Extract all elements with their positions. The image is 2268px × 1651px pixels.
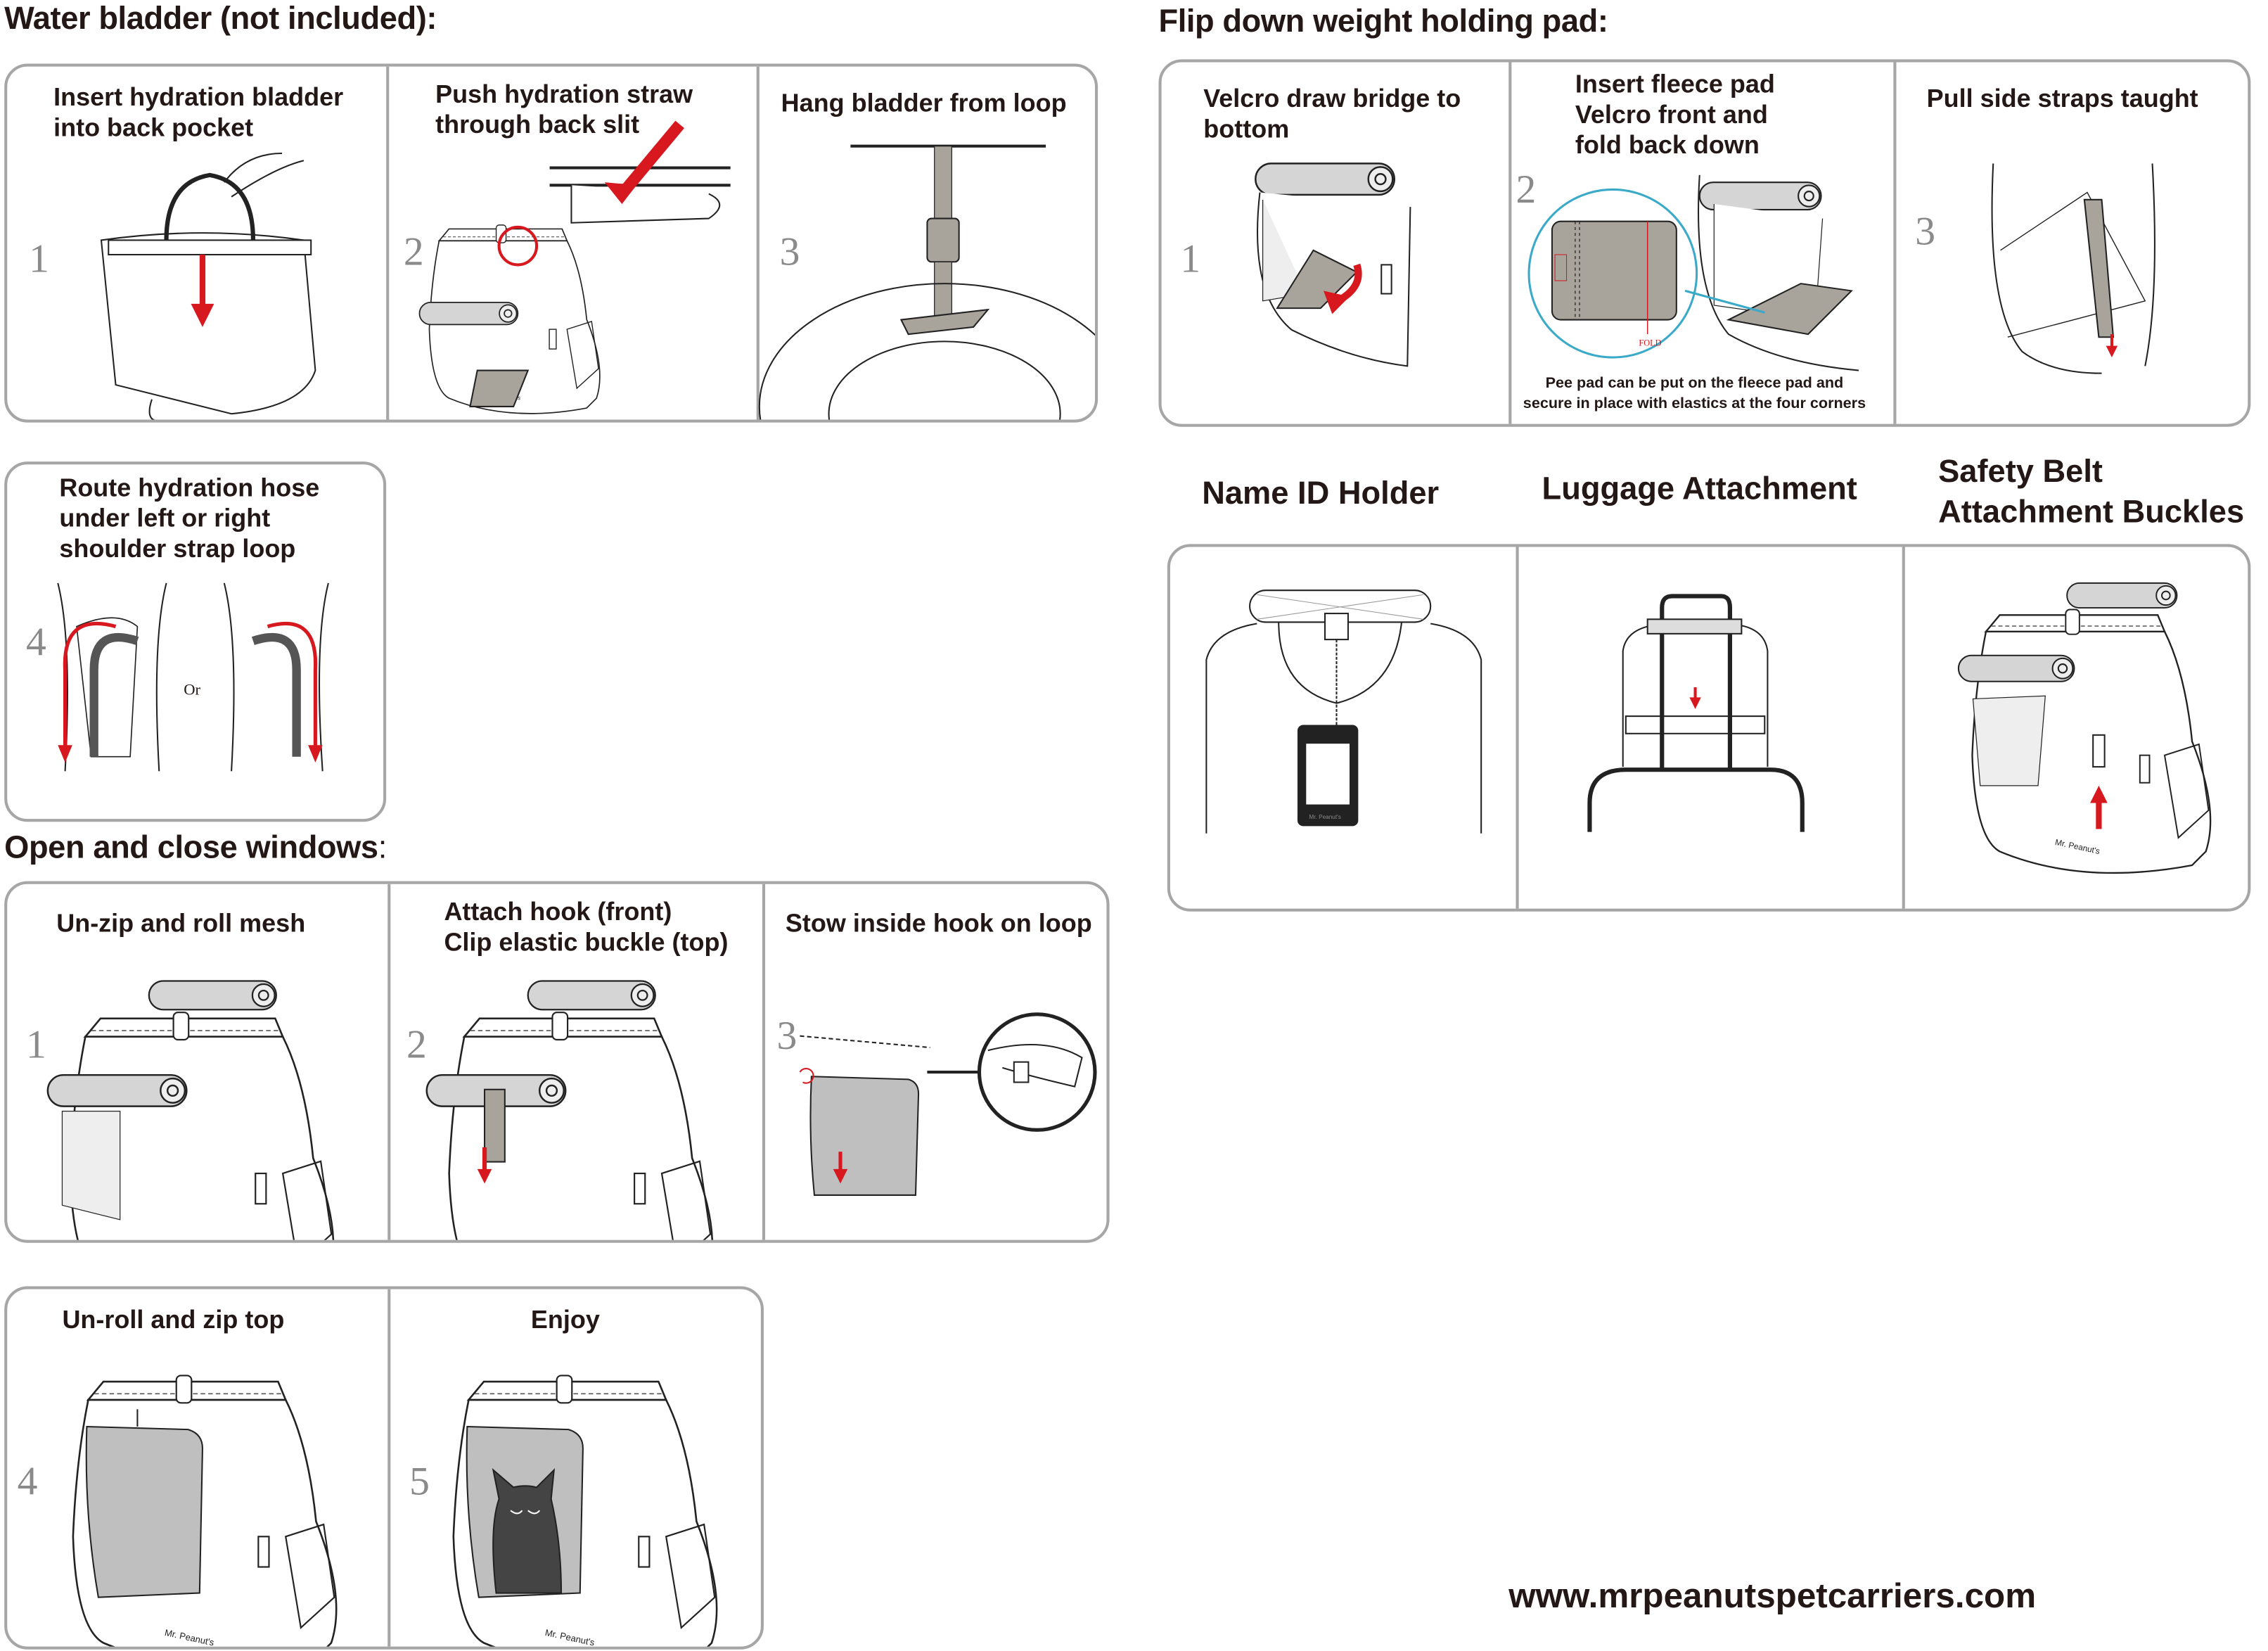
feature-heading: Luggage Attachment (1542, 470, 1857, 506)
step-text: Un-zip and roll mesh (56, 908, 306, 938)
divider (1893, 62, 1897, 424)
zipped-backpack-illustration (72, 1375, 338, 1647)
divider (1902, 547, 1905, 909)
fold-label: FOLD (1639, 338, 1661, 348)
safety-belt-buckles-illustration (1957, 582, 2212, 874)
shoulder-strap-illustration (57, 582, 329, 772)
brand-mark: Mr. Peanut's (1309, 814, 1340, 820)
name-id-holder-illustration: Mr. Peanut's (1205, 589, 1482, 834)
divider (386, 66, 390, 420)
step-number: 1 (29, 237, 49, 283)
step-number: 5 (409, 1460, 430, 1505)
divider (387, 1289, 391, 1647)
stow-hook-illustration (799, 1012, 1097, 1196)
windows-heading: Open and close windows: (4, 829, 387, 865)
luggage-attachment-illustration (1587, 594, 1805, 832)
divider (1516, 547, 1519, 909)
cat-in-backpack-illustration (452, 1375, 718, 1647)
step-number: 2 (403, 230, 424, 275)
attach-hook-illustration (425, 980, 714, 1240)
hang-loop-illustration (758, 144, 1095, 420)
step-text: Enjoy (530, 1305, 600, 1334)
zip-enjoy-panel: Un-roll and zip top 4 Enjoy 5 (4, 1286, 764, 1650)
step-text: Un-roll and zip top (62, 1305, 285, 1334)
side-straps-illustration (1991, 163, 2155, 374)
weight-pad-heading: Flip down weight holding pad: (1158, 3, 1608, 39)
bladder-pocket-illustration (100, 152, 316, 420)
divider (762, 884, 766, 1240)
pee-pad-caption: Pee pad can be put on the fleece pad and… (1523, 374, 1866, 413)
step-number: 2 (1516, 167, 1537, 213)
step-text: Hang bladder from loop (781, 88, 1067, 117)
step-number: 3 (1915, 210, 1935, 255)
water-bladder-heading: Water bladder (not included): (4, 0, 437, 37)
divider (1508, 62, 1512, 424)
drawbridge-illustration (1255, 162, 1411, 367)
feature-heading: Name ID Holder (1202, 474, 1440, 511)
features-panel: Mr. Peanut's (1167, 544, 2251, 912)
divider (756, 66, 760, 420)
windows-steps-panel: Un-zip and roll mesh 1 Attach hook (fron… (4, 881, 1110, 1243)
step-text: Pull side straps taught (1926, 84, 2198, 113)
back-slit-illustration (418, 120, 731, 414)
or-label: Or (184, 681, 201, 699)
step-number: 1 (1180, 237, 1201, 283)
step-number: 4 (17, 1460, 38, 1505)
step-text: Stow inside hook on loop (785, 908, 1092, 938)
step-number: 3 (779, 230, 800, 275)
unzip-mesh-illustration (46, 980, 335, 1240)
fleece-pad-illustration: FOLD (1527, 174, 1859, 371)
website-link[interactable]: www.mrpeanutspetcarriers.com (1508, 1576, 2037, 1617)
step-text: Attach hook (front)Clip elastic buckle (… (444, 897, 729, 957)
step-number: 3 (776, 1014, 797, 1059)
step-number: 2 (406, 1023, 427, 1068)
divider (387, 884, 391, 1240)
step-number: 1 (26, 1023, 46, 1068)
step-number: 4 (26, 620, 46, 666)
